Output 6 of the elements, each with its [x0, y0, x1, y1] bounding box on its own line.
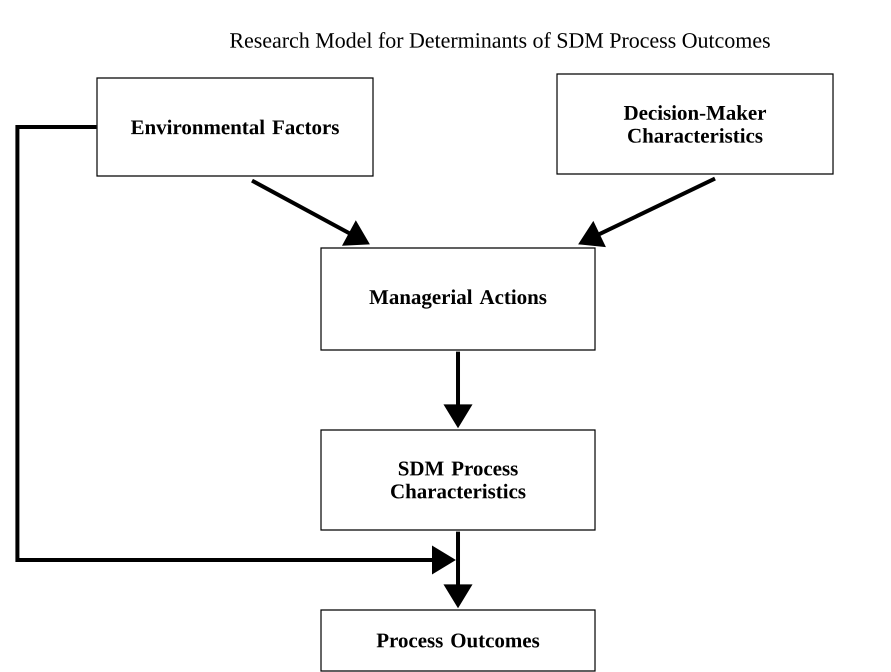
factor-box: Process Outcomes	[320, 609, 596, 672]
factor-box: Decision-Maker Characteristics	[556, 73, 834, 175]
factor-box: Managerial Actions	[320, 247, 596, 351]
title: Research Model for Determinants of SDM Process Outcomes	[230, 32, 770, 48]
factor-box: Environmental Factors	[96, 77, 374, 177]
factor-box: SDM Process Characteristics	[320, 429, 596, 531]
